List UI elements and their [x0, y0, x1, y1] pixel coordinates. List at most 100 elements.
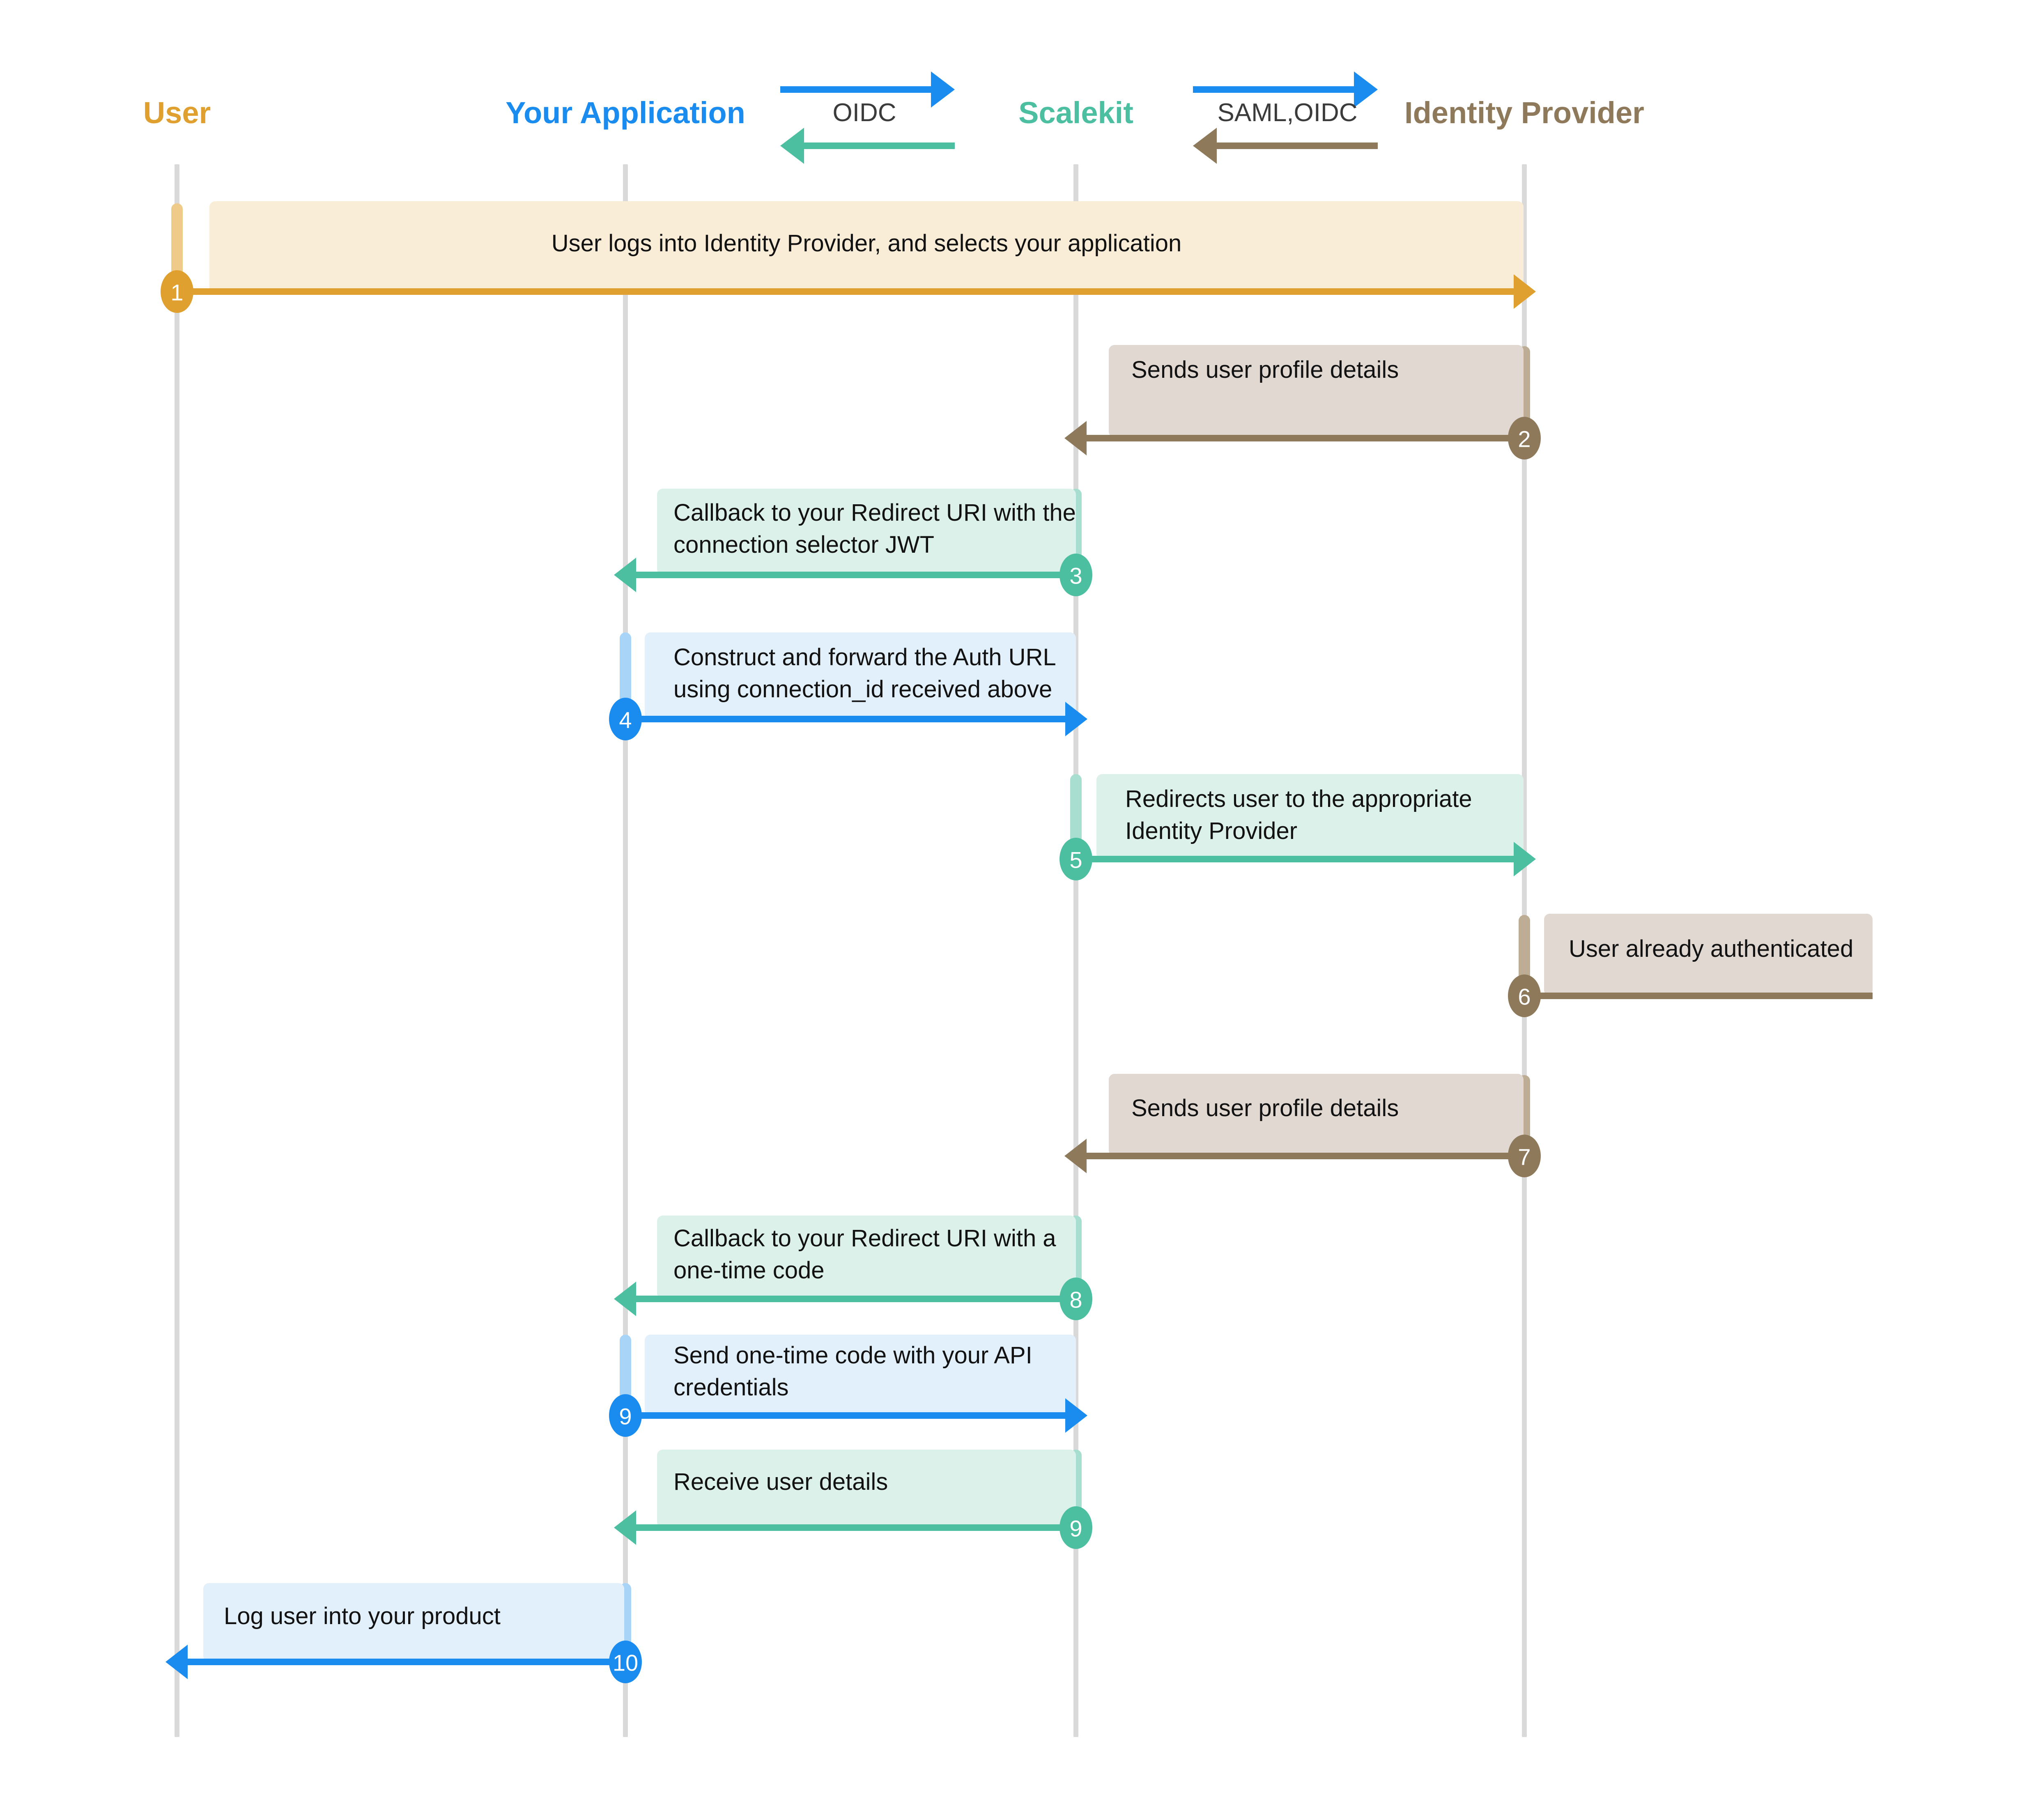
legend-sk-idp-response-arrow-shaft — [1217, 142, 1378, 149]
lifeline-app — [623, 164, 628, 1737]
step-badge-label-9: 9 — [619, 1404, 632, 1429]
message-text-line: connection selector JWT — [673, 531, 934, 558]
message-text-line: Callback to your Redirect URI with a — [673, 1225, 1056, 1252]
message-box-step-9 — [645, 1335, 1076, 1416]
actor-label-idp: Identity Provider — [1404, 96, 1644, 130]
message-box-step-5 — [1096, 774, 1524, 859]
message-box-step-10 — [203, 1583, 624, 1662]
step-badge-7[interactable] — [1508, 1135, 1541, 1177]
message-line-step-8 — [636, 1296, 1076, 1302]
step-badge-4[interactable] — [609, 698, 642, 740]
legend-label-app-sk: OIDC — [833, 99, 896, 127]
message-box-step-3 — [657, 489, 1076, 575]
step-badge-label-9: 9 — [1069, 1516, 1082, 1542]
message-text-line: User logs into Identity Provider, and se… — [552, 230, 1182, 257]
message-text-line: Log user into your product — [224, 1603, 501, 1629]
message-arrowhead-step-3 — [614, 558, 636, 592]
message-arrowhead-step-4 — [1065, 702, 1087, 736]
self-message-line-step-6 — [1524, 993, 1873, 999]
message-line-step-4 — [625, 716, 1065, 722]
message-box-step-9 — [657, 1450, 1076, 1528]
step-badge-6[interactable] — [1508, 974, 1541, 1017]
activation-bar-step-4 — [620, 632, 631, 706]
step-badge-9[interactable] — [1059, 1506, 1092, 1549]
message-arrowhead-step-7 — [1064, 1139, 1087, 1173]
message-text-step-10: Log user into your product — [224, 1603, 501, 1629]
lifeline-user — [175, 164, 179, 1737]
message-arrowhead-step-2 — [1064, 421, 1087, 455]
message-text-line: Construct and forward the Auth URL — [673, 644, 1056, 671]
step-badge-label-1: 1 — [170, 280, 183, 306]
message-arrowhead-step-5 — [1514, 842, 1536, 876]
message-text-step-6: User already authenticated — [1569, 935, 1853, 962]
legend-sk-idp-response-arrow-head — [1193, 128, 1217, 164]
message-box-step-4 — [645, 632, 1076, 719]
message-text-line: Sends user profile details — [1131, 356, 1399, 383]
message-text-line: Send one-time code with your API — [673, 1342, 1032, 1369]
message-text-line: Receive user details — [673, 1468, 888, 1495]
message-text-line: one-time code — [673, 1257, 825, 1284]
message-line-step-7 — [1087, 1153, 1524, 1159]
message-step-1-0: User logs into Identity Provider, and se… — [161, 201, 1536, 313]
step-badge-10[interactable] — [609, 1641, 642, 1683]
message-box-step-7 — [1109, 1074, 1524, 1156]
step-badge-label-8: 8 — [1069, 1287, 1082, 1313]
message-box-step-8 — [657, 1216, 1076, 1299]
activation-bar-step-5 — [1070, 774, 1082, 847]
message-line-step-2 — [1087, 435, 1524, 441]
actor-label-sk: Scalekit — [1018, 96, 1133, 130]
message-text-line: using connection_id received above — [673, 676, 1052, 703]
step-badge-label-4: 4 — [619, 707, 632, 733]
message-text-line: User already authenticated — [1569, 935, 1853, 962]
legend-sk-idp-request-arrow-head — [1354, 71, 1378, 108]
step-badge-2[interactable] — [1508, 417, 1541, 460]
message-line-step-10 — [188, 1659, 625, 1665]
message-line-step-5 — [1076, 856, 1514, 862]
message-step-2-1: Sends user profile details 2 — [1064, 345, 1541, 460]
step-badge-9[interactable] — [609, 1394, 642, 1437]
legend-app-sk-request-arrow-shaft — [780, 86, 931, 93]
legend-app-sk-response-arrow-head — [780, 128, 804, 164]
legend-label-sk-idp: SAML,OIDC — [1217, 99, 1357, 127]
protocol-legend-group: OIDC SAML,OIDC — [780, 71, 1378, 164]
step-badge-5[interactable] — [1059, 838, 1092, 880]
step-badge-label-5: 5 — [1069, 847, 1082, 873]
step-badge-8[interactable] — [1059, 1278, 1092, 1320]
message-step-10-10: Log user into your product 10 — [165, 1583, 642, 1683]
message-arrowhead-step-10 — [165, 1645, 188, 1679]
step-badge-1[interactable] — [161, 270, 193, 313]
message-line-step-1 — [177, 288, 1514, 295]
message-step-4-3: Construct and forward the Auth URL using … — [609, 632, 1087, 740]
message-text-step-1: User logs into Identity Provider, and se… — [552, 230, 1182, 257]
message-text-line: Identity Provider — [1125, 818, 1297, 844]
activation-bar-step-1 — [171, 203, 183, 281]
message-arrowhead-step-9 — [1065, 1398, 1087, 1433]
step-badge-label-3: 3 — [1069, 563, 1082, 589]
message-box-step-2 — [1109, 345, 1524, 437]
legend-sk-idp: SAML,OIDC — [1193, 71, 1378, 164]
message-step-3-2: Callback to your Redirect URI with the co… — [614, 489, 1092, 596]
step-badge-label-2: 2 — [1518, 426, 1531, 452]
message-step-8-7: Callback to your Redirect URI with a one-… — [614, 1216, 1092, 1320]
message-text-step-9: Receive user details — [673, 1468, 888, 1495]
message-step-7-6: Sends user profile details 7 — [1064, 1074, 1541, 1177]
message-box-step-1 — [209, 201, 1524, 294]
step-badge-label-7: 7 — [1518, 1144, 1531, 1170]
step-badge-3[interactable] — [1059, 554, 1092, 596]
activation-bar-step-6 — [1519, 915, 1530, 987]
message-line-step-3 — [636, 572, 1076, 578]
step-badge-label-10: 10 — [613, 1650, 638, 1676]
legend-app-sk-request-arrow-head — [931, 71, 955, 108]
message-line-step-9 — [636, 1524, 1076, 1531]
message-text-step-2: Sends user profile details — [1131, 356, 1399, 383]
message-text-line: Callback to your Redirect URI with the — [673, 499, 1076, 526]
message-text-step-7: Sends user profile details — [1131, 1095, 1399, 1121]
